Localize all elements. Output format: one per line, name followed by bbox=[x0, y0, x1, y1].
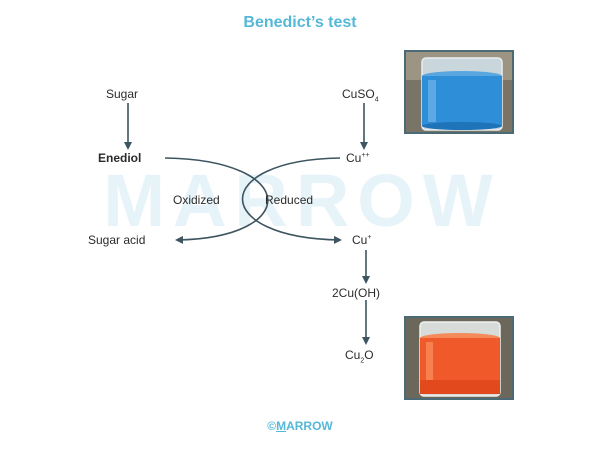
red-precipitate-beaker-photo bbox=[404, 316, 514, 400]
oxidation-curve-arrow bbox=[164, 157, 269, 244]
reduction-curve-arrow bbox=[241, 157, 342, 244]
marrow-watermark: MARROW bbox=[103, 159, 501, 242]
cu-plus-plus-label: Cu++ bbox=[346, 151, 370, 165]
oxidized-label: Oxidized bbox=[173, 193, 220, 207]
reduced-label: Reduced bbox=[265, 193, 314, 207]
cuprous-oxide-label: Cu2O bbox=[345, 348, 374, 365]
red-precipitate-beaker-icon bbox=[406, 318, 512, 398]
copyright-footer: ©MARROW bbox=[267, 419, 333, 433]
cuso4-label: CuSO4 bbox=[342, 87, 379, 104]
diagram-title: Benedict’s test bbox=[243, 14, 357, 31]
copper-hydroxide-label: 2Cu(OH) bbox=[332, 286, 381, 300]
sugar-label: Sugar bbox=[106, 87, 139, 101]
sugar-acid-label: Sugar acid bbox=[88, 233, 146, 247]
cu-plus-label: Cu+ bbox=[352, 233, 372, 247]
enediol-label: Enediol bbox=[98, 151, 142, 165]
blue-solution-beaker-icon bbox=[406, 52, 512, 132]
blue-solution-beaker-photo bbox=[404, 50, 514, 134]
